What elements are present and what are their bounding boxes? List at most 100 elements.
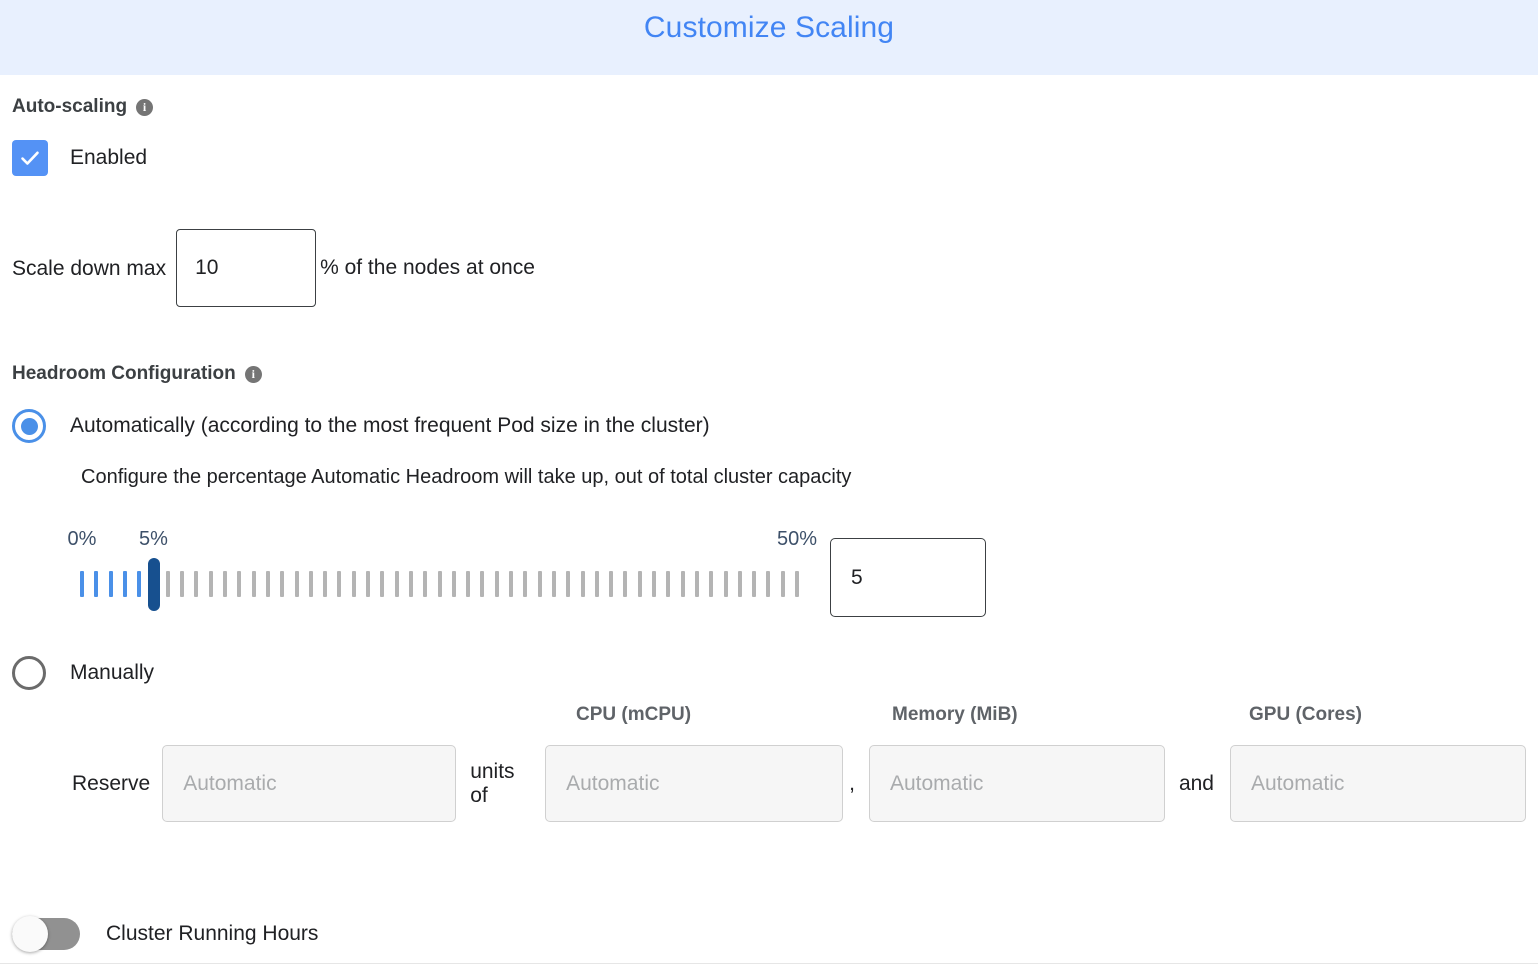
slider-tick [437,571,442,597]
slider-tick [580,571,585,597]
slider-tick [394,571,399,597]
slider-tick [451,571,456,597]
slider-tick [737,571,742,597]
reserve-gpu-input[interactable] [1230,745,1526,822]
slider-tick [208,571,213,597]
slider-tick [566,571,571,597]
radio-automatic-row[interactable]: Automatically (according to the most fre… [12,409,1526,443]
scale-down-max-row: Scale down max % of the nodes at once [12,229,1526,307]
bottom-divider [0,963,1538,964]
reserve-memory-input[interactable] [868,745,1165,822]
info-icon-headroom[interactable]: i [244,365,262,383]
autoscaling-section-title: Auto-scaling i [12,96,1526,118]
units-of-label: units of [470,759,515,807]
headroom-slider[interactable] [80,558,1526,611]
slider-tick [709,571,714,597]
headroom-slider-block: 0% 5% 50% [68,528,1526,620]
slider-tick [752,571,757,597]
slider-tick [223,571,227,597]
scale-down-max-input[interactable] [176,229,317,307]
slider-tick [351,571,356,597]
cluster-running-hours-label: Cluster Running Hours [106,922,319,945]
slider-tick [408,571,413,597]
slider-tick [137,571,142,597]
slider-tick [551,571,556,597]
slider-thumb[interactable] [147,558,160,611]
column-header-gpu: GPU (Cores) [1249,704,1362,725]
slider-tick [280,571,285,597]
slider-tick [594,571,599,597]
slider-tick [337,571,342,597]
automatic-help-text: Configure the percentage Automatic Headr… [81,466,852,488]
radio-manual-row[interactable]: Manually [12,656,1526,690]
slider-tick [795,571,799,597]
slider-tick [323,571,328,597]
slider-tick [194,571,199,597]
radio-automatic[interactable] [12,409,46,443]
slider-tick [308,571,313,597]
slider-tick [523,571,528,597]
slider-max-label: 50% [776,528,818,550]
toggle-knob [12,916,48,952]
slider-tick [108,571,113,597]
slider-tick [265,571,270,597]
slider-tick [80,571,84,597]
radio-manual[interactable] [12,656,46,690]
and-label: and [1178,771,1214,795]
slider-tick [165,571,170,597]
reserve-column-headers: CPU (mCPU) Memory (MiB) GPU (Cores) [72,704,1526,732]
slider-tick [237,571,242,597]
cluster-running-hours-row[interactable]: Cluster Running Hours [12,916,319,952]
reserve-row: Reserve units of , and [72,745,1526,822]
slider-tick [294,571,299,597]
page-title: Customize Scaling [643,11,895,44]
slider-tick [780,571,785,597]
slider-tick [180,571,185,597]
slider-tick [122,571,127,597]
radio-automatic-label: Automatically (according to the most fre… [70,414,710,437]
radio-manual-label: Manually [70,661,155,684]
reserve-cpu-input[interactable] [545,745,844,822]
slider-tick [766,571,771,597]
slider-tick [623,571,628,597]
slider-tick-labels: 0% 5% 50% [68,528,1526,554]
slider-current-label: 5% [139,528,168,550]
slider-tick [637,571,642,597]
cluster-running-hours-toggle[interactable] [12,916,80,952]
enabled-checkbox[interactable] [12,140,48,176]
radio-automatic-dot [20,417,38,435]
slider-tick [251,571,256,597]
autoscaling-label: Auto-scaling [12,96,128,117]
slider-tick [366,571,370,597]
slider-tick [723,571,728,597]
scale-down-max-label: Scale down max [12,256,167,280]
dialog-header: Customize Scaling [0,0,1538,75]
headroom-label: Headroom Configuration [12,363,236,384]
comma-separator: , [849,771,855,795]
slider-tick [480,571,485,597]
reserve-grid: CPU (mCPU) Memory (MiB) GPU (Cores) Rese… [72,704,1526,822]
column-header-memory: Memory (MiB) [892,704,1018,725]
slider-tick [94,571,99,597]
slider-tick [652,571,656,597]
slider-tick [380,571,385,597]
slider-tick [537,571,542,597]
slider-tick [609,571,614,597]
slider-tick [509,571,513,597]
headroom-section-title: Headroom Configuration i [12,363,1526,385]
enabled-checkbox-row[interactable]: Enabled [12,140,1526,176]
slider-tick [494,571,499,597]
slider-tick [680,571,685,597]
info-icon-autoscaling[interactable]: i [136,98,154,116]
enabled-label: Enabled [70,146,148,169]
dialog-body: Auto-scaling i Enabled Scale down max % … [0,96,1538,822]
scale-down-max-suffix: % of the nodes at once [320,256,535,279]
headroom-value-input[interactable] [830,538,986,617]
column-header-cpu: CPU (mCPU) [576,704,692,725]
slider-tick [466,571,471,597]
slider-min-label: 0% [67,528,97,550]
slider-tick [423,571,428,597]
reserve-units-input[interactable] [162,745,457,822]
reserve-label: Reserve [72,771,151,795]
checkmark-icon [21,151,39,165]
